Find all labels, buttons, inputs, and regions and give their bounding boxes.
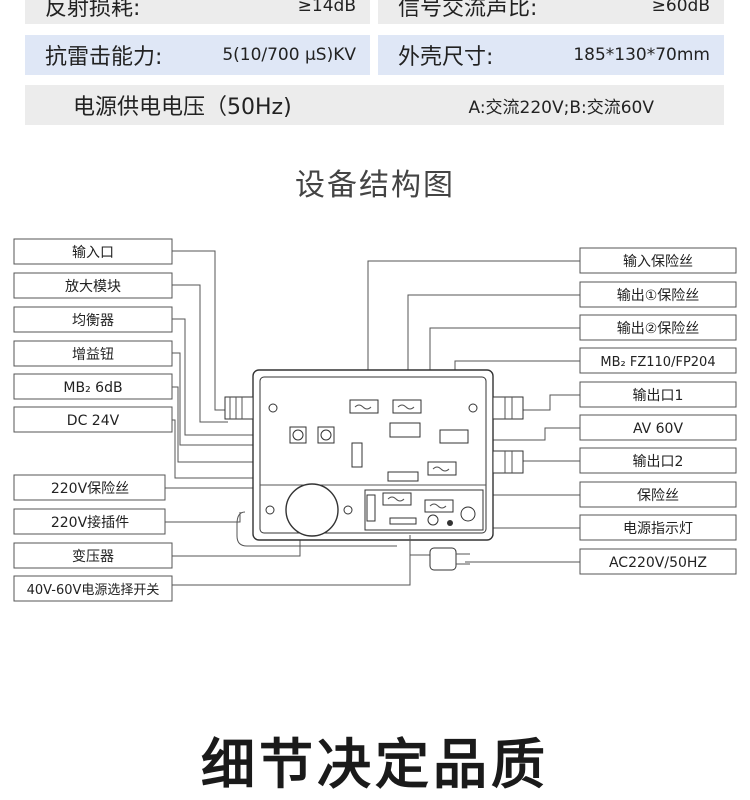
left-labels: 输入口 放大模块 均衡器 增益钮 MB₂ 6dB DC 24V 220V保险丝 … xyxy=(13,238,173,602)
spec-row1-right: 外壳尺寸: 185*130*70mm xyxy=(378,35,724,75)
spec-value: A:交流220V;B:交流60V xyxy=(468,97,654,118)
label-mb2-fz110: MB₂ FZ110/FP204 xyxy=(600,355,715,370)
spec-value: 185*130*70mm xyxy=(573,45,710,65)
spec-row1-left: 抗雷击能力: 5(10/700 μS)KV xyxy=(25,35,370,75)
label-equalizer: 均衡器 xyxy=(72,313,114,329)
spec-row2: 电源供电电压（50Hz) A:交流220V;B:交流60V xyxy=(25,85,724,125)
footer-title: 细节决定品质 xyxy=(201,733,549,796)
label-mb2-6db: MB₂ 6dB xyxy=(63,380,122,396)
label-ac220v-50hz: AC220V/50HZ xyxy=(609,555,707,571)
spec-value: ≥60dB xyxy=(651,0,710,16)
label-input-port: 输入口 xyxy=(72,245,114,261)
label-output-port1: 输出口1 xyxy=(633,388,684,404)
spec-row0-right: 信号交流声比: ≥60dB xyxy=(378,0,724,24)
label-amplifier-module: 放大模块 xyxy=(65,279,121,295)
spec-value: 5(10/700 μS)KV xyxy=(222,45,356,65)
section-title: 设备结构图 xyxy=(295,168,455,203)
spec-label: 电源供电电压（50Hz) xyxy=(73,95,292,120)
label-220v-fuse: 220V保险丝 xyxy=(51,481,129,497)
label-output-port2: 输出口2 xyxy=(633,454,684,470)
label-fuse: 保险丝 xyxy=(637,488,679,504)
spec-label: 抗雷击能力: xyxy=(45,45,163,70)
label-transformer: 变压器 xyxy=(72,549,114,565)
label-voltage-selector: 40V-60V电源选择开关 xyxy=(27,583,160,598)
spec-label: 外壳尺寸: xyxy=(398,45,494,70)
label-output2-fuse: 输出②保险丝 xyxy=(617,321,700,337)
spec-label: 反射损耗: xyxy=(45,0,141,21)
spec-label: 信号交流声比: xyxy=(398,0,538,21)
structure-diagram: 输入口 放大模块 均衡器 增益钮 MB₂ 6dB DC 24V 220V保险丝 … xyxy=(13,238,737,602)
label-gain-knob: 增益钮 xyxy=(72,347,114,363)
spec-row0-left: 反射损耗: ≥14dB xyxy=(25,0,370,24)
spec-value: ≥14dB xyxy=(297,0,356,16)
right-labels: 输入保险丝 输出①保险丝 输出②保险丝 MB₂ FZ110/FP204 输出口1… xyxy=(579,247,737,575)
label-power-indicator: 电源指示灯 xyxy=(623,521,693,537)
label-dc-24v: DC 24V xyxy=(67,413,120,429)
label-input-fuse: 输入保险丝 xyxy=(623,254,693,270)
label-av-60v: AV 60V xyxy=(633,421,684,437)
label-220v-connector: 220V接插件 xyxy=(51,514,129,531)
device-housing xyxy=(224,369,524,571)
label-output1-fuse: 输出①保险丝 xyxy=(617,288,700,304)
